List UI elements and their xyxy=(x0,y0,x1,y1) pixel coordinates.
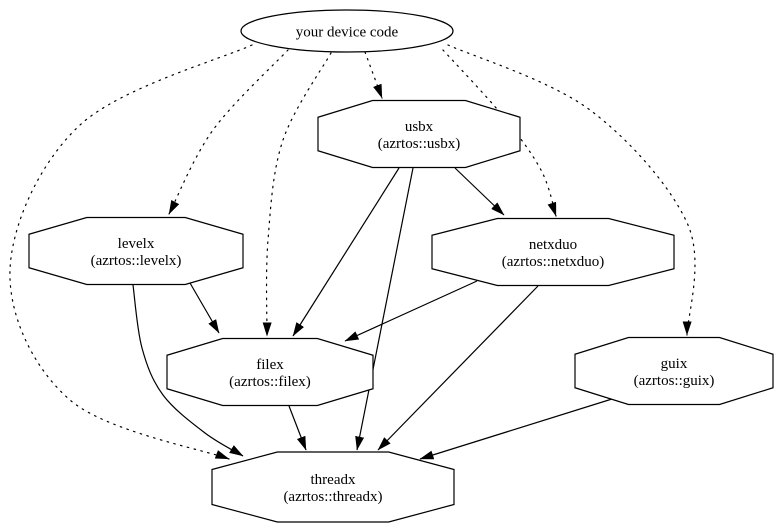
edge-device-filex xyxy=(262,52,332,337)
node-usbx: usbx(azrtos::usbx) xyxy=(317,99,521,169)
filex-octagon-shape xyxy=(166,337,374,407)
edge-usbx-netxduo xyxy=(454,167,505,216)
edge-filex-threadx xyxy=(288,405,307,451)
edge-netxduo-filex xyxy=(344,280,478,342)
edge-device-guix xyxy=(447,44,696,336)
edge-device-threadx xyxy=(9,44,253,460)
node-filex-label-line-0: filex xyxy=(256,357,284,373)
edge-device-usbx xyxy=(364,51,383,99)
node-filex-label-line-1: (azrtos::filex) xyxy=(229,374,311,390)
edge-usbx-threadx xyxy=(355,167,414,451)
edge-netxduo-threadx xyxy=(377,285,539,451)
node-guix-label-line-1: (azrtos::guix) xyxy=(634,373,715,389)
node-threadx-label-line-0: threadx xyxy=(311,472,356,488)
node-netxduo-label-line-0: netxduo xyxy=(529,237,577,253)
device-ellipse-shape xyxy=(240,9,454,53)
node-threadx-label-line-1: (azrtos::threadx) xyxy=(283,489,382,505)
node-filex: filex(azrtos::filex) xyxy=(166,337,374,407)
node-levelx-label-line-1: (azrtos::levelx) xyxy=(91,253,182,269)
node-levelx: levelx(azrtos::levelx) xyxy=(28,216,244,286)
edge-device-levelx xyxy=(168,49,289,215)
node-netxduo: netxduo(azrtos::netxduo) xyxy=(431,217,675,287)
node-device: your device code xyxy=(240,9,454,53)
node-usbx-label-line-1: (azrtos::usbx) xyxy=(378,136,460,152)
node-threadx: threadx(azrtos::threadx) xyxy=(211,451,455,523)
node-levelx-label-line-0: levelx xyxy=(118,236,155,252)
netxduo-octagon-shape xyxy=(431,217,675,287)
guix-octagon-shape xyxy=(574,336,774,406)
node-guix: guix(azrtos::guix) xyxy=(574,336,774,406)
node-netxduo-label-line-1: (azrtos::netxduo) xyxy=(502,254,604,270)
node-usbx-label-line-0: usbx xyxy=(405,119,434,135)
threadx-octagon-shape xyxy=(211,451,455,523)
edge-levelx-threadx xyxy=(132,284,244,457)
usbx-octagon-shape xyxy=(317,99,521,169)
node-device-label-line-0: your device code xyxy=(296,25,399,41)
edge-guix-threadx xyxy=(419,398,613,460)
node-guix-label-line-0: guix xyxy=(661,356,688,372)
edge-usbx-filex xyxy=(292,167,400,337)
levelx-octagon-shape xyxy=(28,216,244,286)
edge-levelx-filex xyxy=(189,282,220,334)
edge-device-netxduo xyxy=(442,49,557,217)
